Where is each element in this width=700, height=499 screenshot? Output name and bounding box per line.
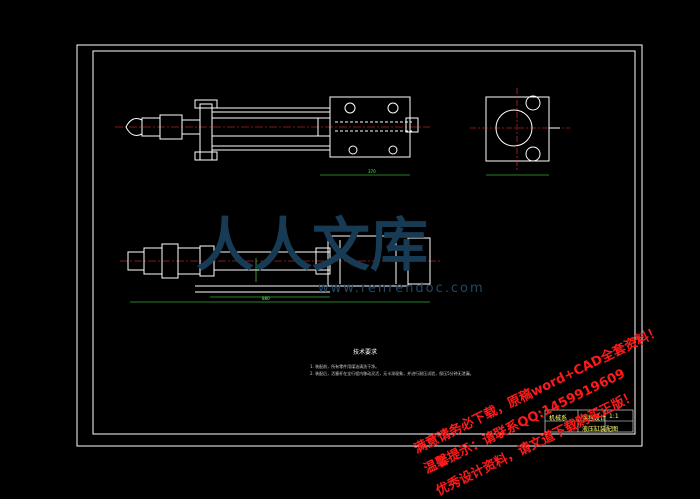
inner-frame bbox=[92, 50, 636, 435]
dim-label-top: 370 bbox=[368, 169, 376, 174]
front-view bbox=[120, 235, 440, 303]
title-drawing-name: 液压缸装配图 bbox=[582, 426, 619, 433]
watermark-logo-text: 人人文库 bbox=[196, 211, 429, 279]
side-view bbox=[470, 88, 570, 176]
note-line-2: 2. 装配后，活塞杆在全行程内移动灵活，无卡滞现象，并进行耐压试验，保压5分钟无… bbox=[310, 371, 474, 376]
watermark-site-text: www.renrendoc.com bbox=[318, 281, 485, 296]
title-scale: 1:1 bbox=[609, 413, 619, 420]
title-org: 机械系 bbox=[549, 415, 568, 422]
dim-label-front-diameter: 20 bbox=[258, 265, 264, 270]
dim-label-front-overall: 880 bbox=[262, 296, 270, 301]
title-block bbox=[544, 409, 634, 433]
title-school: 课程设计 bbox=[582, 415, 607, 422]
outer-frame bbox=[76, 44, 643, 447]
top-view bbox=[115, 96, 430, 176]
note-line-1: 1. 装配前，所有零件用煤油清洗干净。 bbox=[310, 364, 380, 369]
notes-title: 技术要求 bbox=[353, 349, 378, 356]
